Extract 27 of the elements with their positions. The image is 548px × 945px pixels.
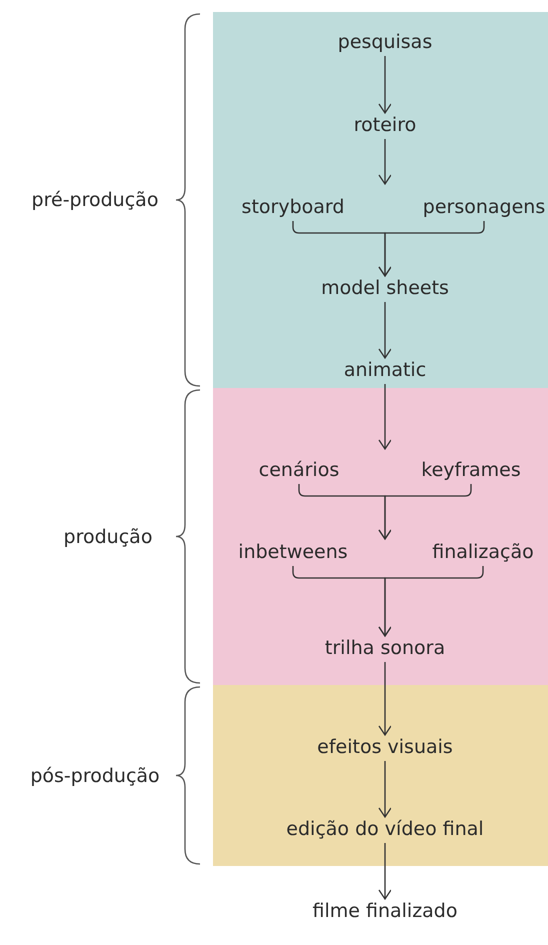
arrow bbox=[378, 662, 392, 736]
step-label: inbetweens bbox=[238, 541, 348, 563]
step-label: finalização bbox=[432, 541, 534, 563]
phase-label: produção bbox=[64, 526, 152, 548]
step-label: filme finalizado bbox=[312, 900, 458, 922]
step-label: roteiro bbox=[354, 114, 416, 136]
step-label: cenários bbox=[258, 459, 340, 481]
phase-band bbox=[213, 12, 548, 388]
step-label: animatic bbox=[344, 359, 426, 381]
arrow bbox=[378, 302, 392, 359]
step-label: model sheets bbox=[321, 277, 449, 299]
phase-band bbox=[213, 388, 548, 685]
step-label: personagens bbox=[422, 196, 546, 218]
step-label: edição do vídeo final bbox=[286, 818, 484, 840]
step-label: pesquisas bbox=[338, 31, 432, 53]
step-label: storyboard bbox=[242, 196, 344, 218]
phase-label: pós-produção bbox=[30, 764, 160, 786]
step-label: efeitos visuais bbox=[317, 736, 453, 758]
arrow bbox=[378, 384, 392, 450]
arrow bbox=[378, 139, 392, 185]
step-label: trilha sonora bbox=[324, 637, 446, 659]
phase-band bbox=[213, 685, 548, 866]
arrow bbox=[378, 56, 392, 114]
step-label: keyframes bbox=[421, 459, 521, 481]
arrow bbox=[378, 843, 392, 900]
phase-label: pré-produção bbox=[32, 189, 158, 211]
arrow bbox=[378, 761, 392, 818]
